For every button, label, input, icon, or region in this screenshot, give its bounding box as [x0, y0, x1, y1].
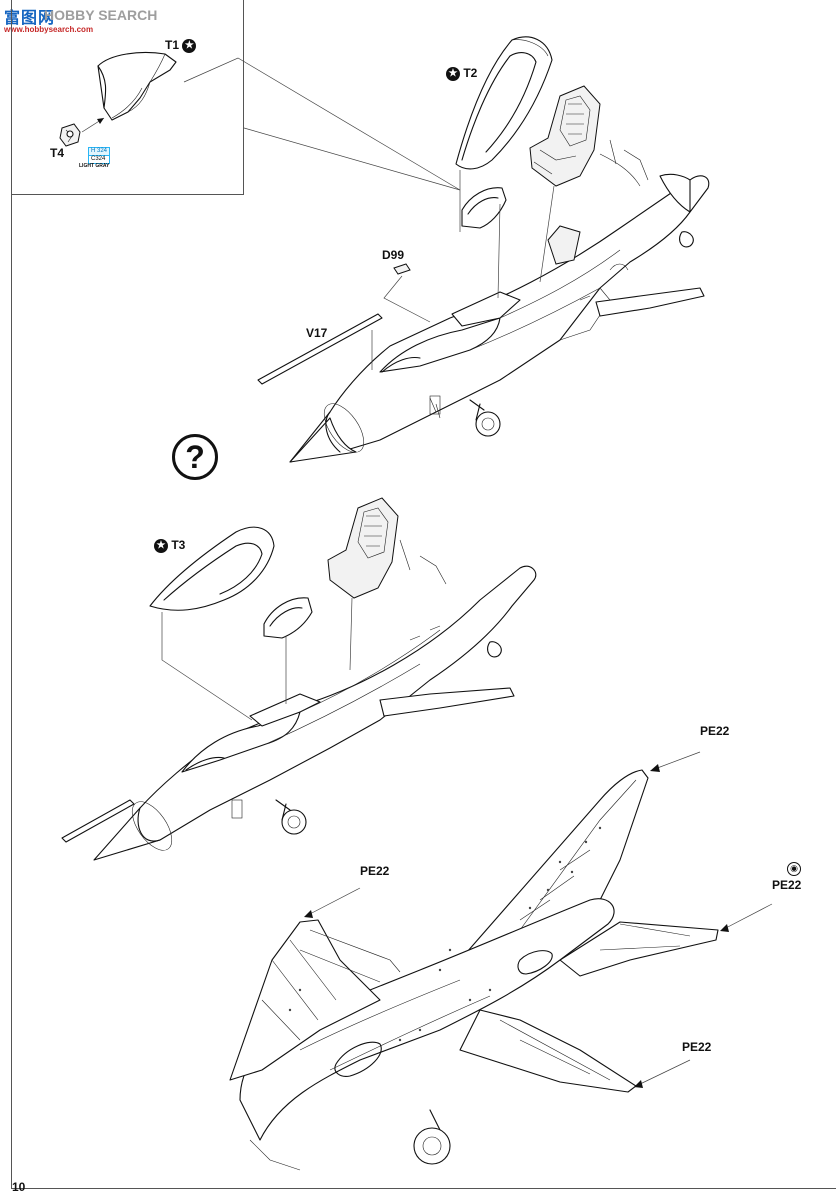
- part-t4-drawing: [59, 123, 81, 147]
- color-name-label: LIGHT GRAY: [79, 163, 110, 169]
- label-part-t3: ★ T3: [154, 538, 185, 553]
- star-icon: ★: [182, 38, 197, 53]
- label-part-t2-text: T2: [463, 66, 478, 80]
- label-part-t2: ★ T2: [446, 66, 477, 81]
- color-tag-c: C324: [88, 156, 111, 164]
- watermark-cn-text: 富图网: [4, 8, 56, 27]
- label-part-t3-text: T3: [171, 538, 186, 552]
- pe22-arrows: [304, 751, 773, 1088]
- windscreen-frame-drawing: [461, 187, 507, 229]
- windscreen-frame-b-drawing: [263, 597, 313, 639]
- fuselage-lower-drawing: [229, 769, 719, 1171]
- step-b-guide-lines: [161, 597, 353, 721]
- pitot-v17-drawing: [257, 313, 383, 385]
- ejection-seat-middle-drawing: [327, 497, 399, 599]
- color-code-tag: H 324 C324: [88, 147, 111, 164]
- star-icon: ★: [154, 538, 168, 553]
- fuselage-upper-drawing: [289, 139, 710, 463]
- label-pe22-right: PE22: [772, 878, 802, 892]
- part-d99-drawing: [393, 263, 411, 275]
- watermark-en-text: HOBBY SEARCH: [44, 7, 158, 23]
- eye-icon: ◉: [787, 862, 801, 876]
- canopy-t3-drawing: [149, 526, 275, 611]
- page-border-bottom: [11, 1188, 836, 1189]
- step-a-guide-lines: [371, 170, 555, 370]
- question-mark-icon: ?: [172, 434, 218, 480]
- label-part-d99: D99: [382, 248, 405, 262]
- fuselage-middle-drawing: [61, 539, 537, 861]
- label-part-t1-text: T1: [165, 38, 180, 52]
- detail-inset-box: [11, 0, 244, 195]
- page-border-left: [11, 0, 12, 1188]
- ejection-seat-upper-drawing: [529, 85, 601, 187]
- label-pe22-top: PE22: [700, 724, 730, 738]
- label-pe22-left: PE22: [360, 864, 390, 878]
- canopy-t2-drawing: [455, 36, 553, 170]
- canopy-t1-drawing: [97, 51, 177, 121]
- page-number: 10: [12, 1180, 26, 1194]
- rivet-dots: [288, 826, 602, 1042]
- label-part-t4: T4: [50, 146, 65, 160]
- inset-callout-lines: [183, 57, 461, 191]
- label-pe22-bottom: PE22: [682, 1040, 712, 1054]
- color-tag-h: H 324: [88, 147, 111, 156]
- star-icon: ★: [446, 66, 460, 81]
- label-part-t1: T1 ★: [165, 38, 197, 53]
- label-part-v17: V17: [306, 326, 328, 340]
- watermark-url-text: www.hobbysearch.com: [4, 25, 94, 34]
- watermark-logo: 富图网 HOBBY SEARCH www.hobbysearch.com: [4, 4, 164, 36]
